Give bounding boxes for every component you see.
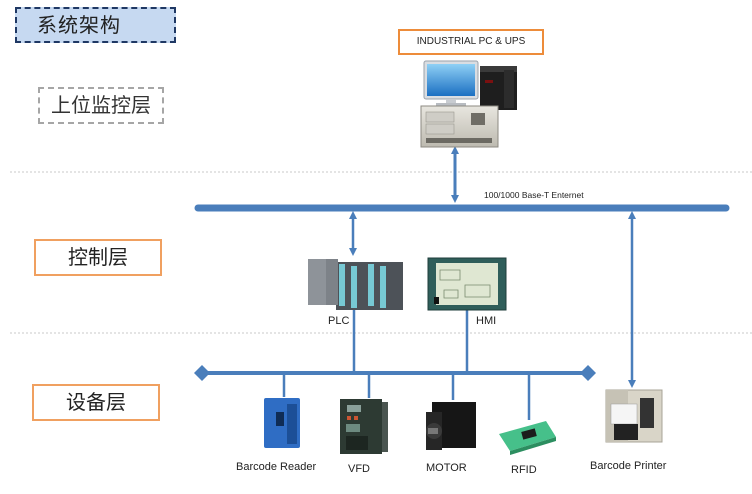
rfid-label: RFID: [511, 464, 537, 476]
hmi-label: HMI: [476, 315, 497, 327]
layer-label-supervisory: 上位监控层: [38, 87, 164, 124]
barcode-printer-icon: [605, 389, 663, 443]
ups-icon: [480, 66, 517, 110]
barcode-reader-icon: [264, 398, 300, 448]
diagram-title: 系统架构: [15, 7, 176, 43]
industrial-pc-icon: [420, 105, 499, 148]
motor-label: MOTOR: [426, 462, 467, 474]
field-bus-end-left: [194, 365, 210, 381]
vfd-icon: [340, 399, 388, 454]
rfid-icon: [499, 421, 556, 455]
industrial-pc-label: INDUSTRIAL PC & UPS: [398, 29, 544, 55]
motor-icon: [426, 402, 476, 450]
vfd-label: VFD: [348, 463, 370, 475]
monitor-icon: [423, 60, 479, 106]
barcode-printer-label: Barcode Printer: [590, 460, 667, 472]
hmi-icon: [427, 257, 507, 311]
plc-icon: [308, 259, 403, 310]
ethernet-label: 100/1000 Base-T Enternet: [484, 190, 584, 200]
field-bus-end-right: [580, 365, 596, 381]
plc-label: PLC: [328, 315, 350, 327]
layer-label-device: 设备层: [32, 384, 160, 421]
layer-label-control: 控制层: [34, 239, 162, 276]
barcode-reader-label: Barcode Reader: [236, 461, 317, 473]
